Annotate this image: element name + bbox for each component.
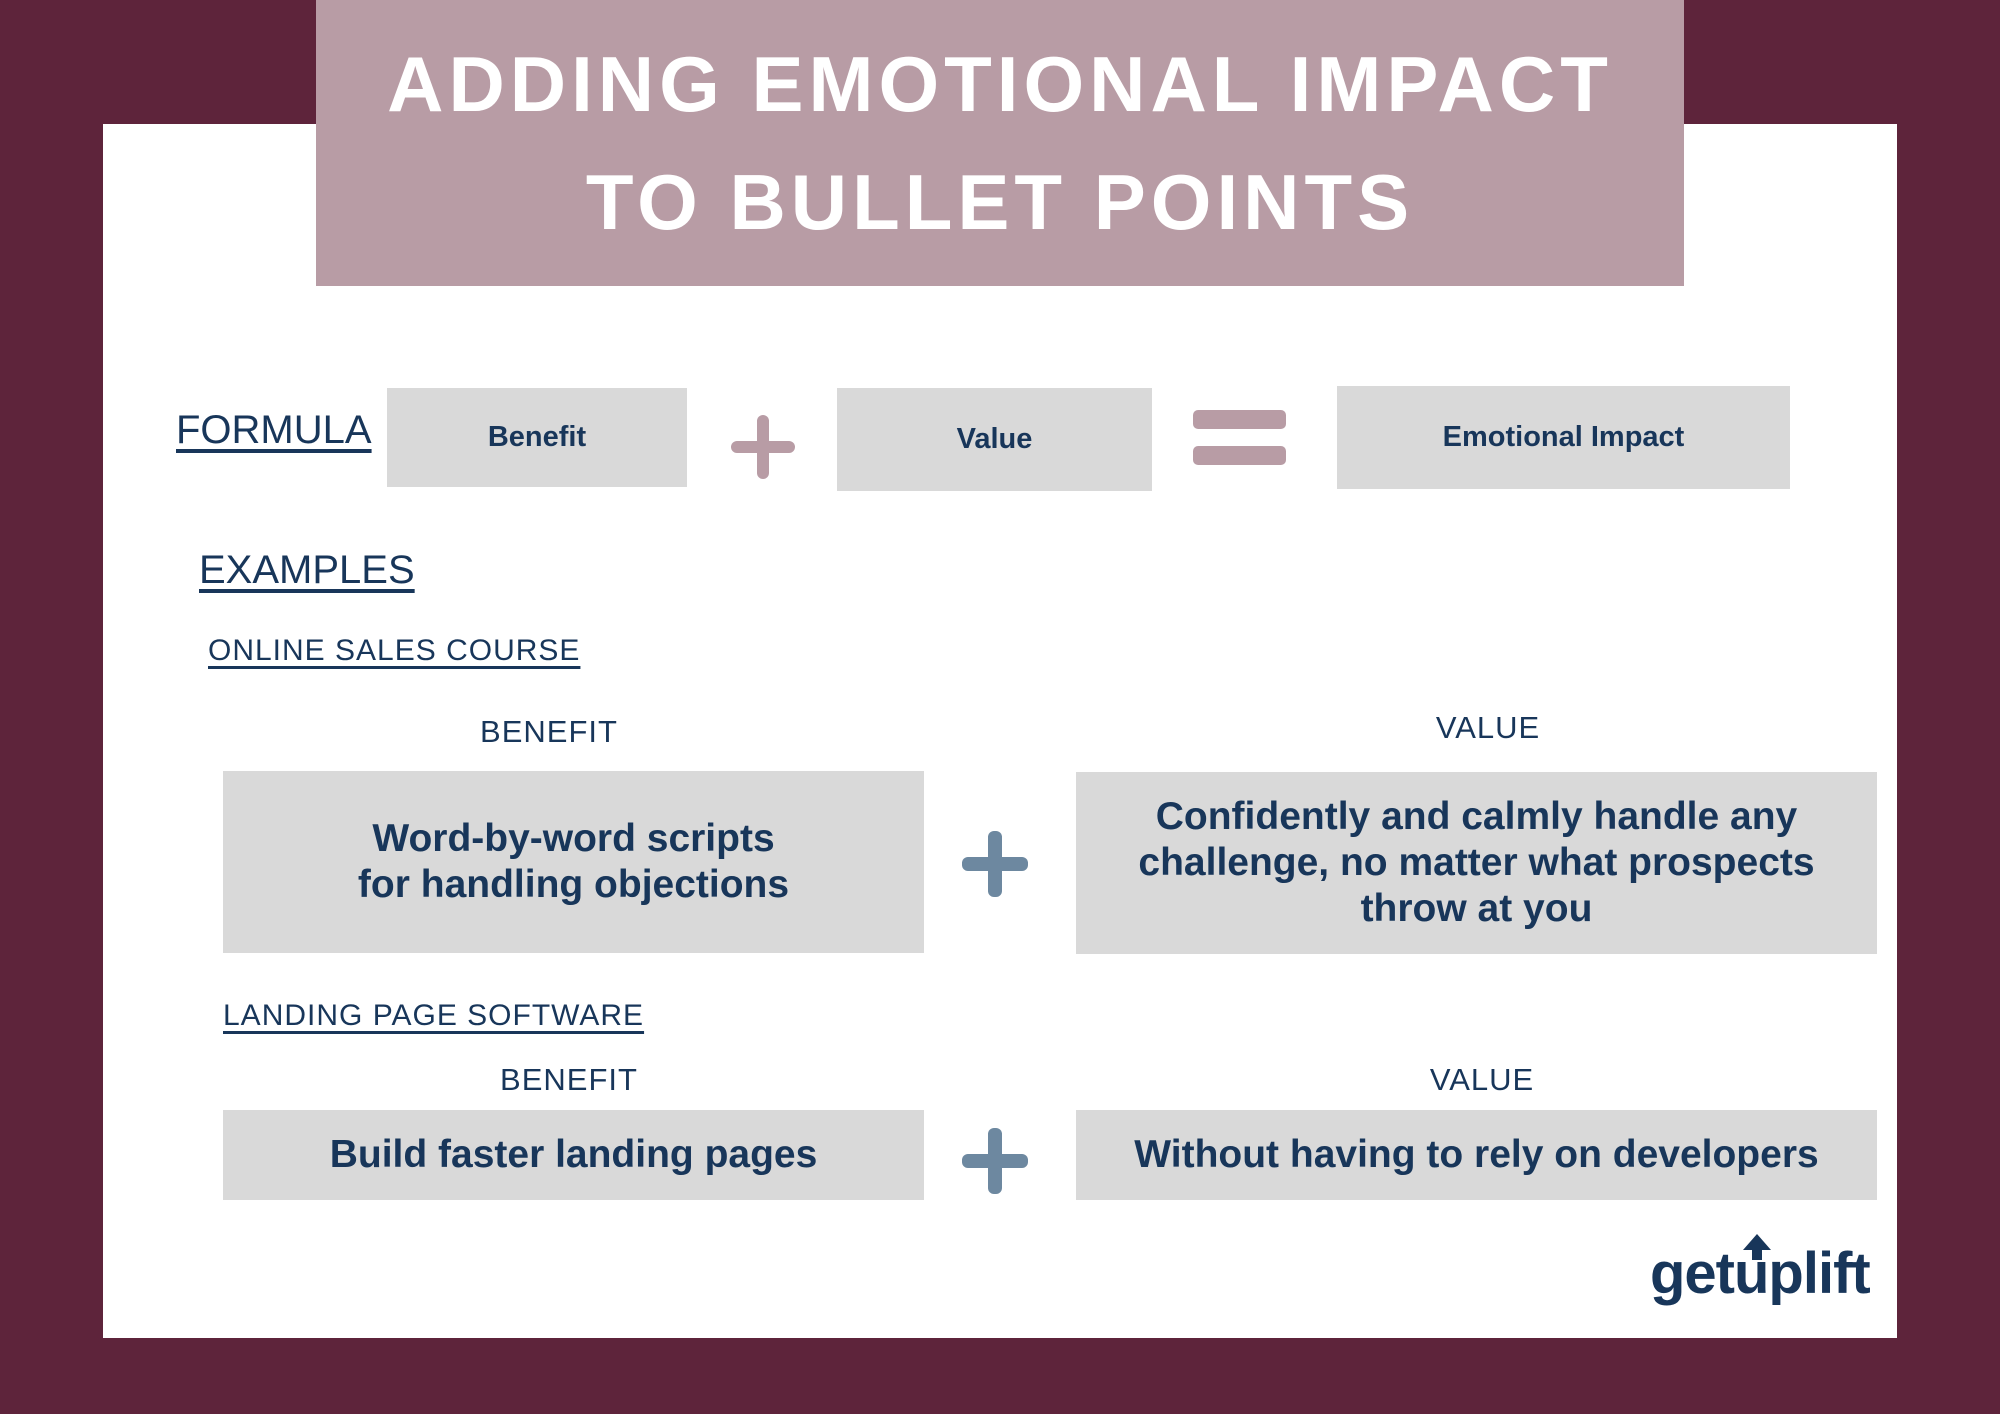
example-1-value-line-3: throw at you	[1360, 887, 1593, 930]
formula-result-box: Emotional Impact	[1337, 386, 1790, 489]
example-1-benefit-line-2: for handling objections	[357, 863, 790, 906]
example-2-title: LANDING PAGE SOFTWARE	[223, 999, 645, 1032]
formula-benefit-label: Benefit	[487, 421, 587, 453]
formula-result-label: Emotional Impact	[1442, 421, 1685, 453]
examples-heading: EXAMPLES	[199, 548, 415, 592]
getuplift-logo: getuplift	[1650, 1234, 1871, 1307]
formula-value-box: Value	[837, 388, 1152, 491]
example-1-value-box: Confidently and calmly handle any challe…	[1076, 772, 1877, 954]
example-2-benefit-text: Build faster landing pages	[329, 1133, 818, 1176]
plus-icon	[962, 831, 1028, 897]
example-1-benefit-line-1: Word-by-word scripts	[372, 817, 775, 860]
up-arrow-icon	[1743, 1234, 1771, 1260]
example-1-benefit-box: Word-by-word scripts for handling object…	[223, 771, 924, 953]
example-2-benefit-header: BENEFIT	[500, 1062, 638, 1097]
plus-icon	[731, 415, 795, 479]
example-2-value-header: VALUE	[1429, 1062, 1535, 1097]
example-2-value-text: Without having to rely on developers	[1134, 1133, 1819, 1176]
example-1-value-header: VALUE	[1435, 710, 1541, 745]
example-1-benefit-header: BENEFIT	[480, 714, 618, 749]
equals-icon	[1193, 410, 1286, 466]
formula-label: FORMULA	[176, 408, 372, 452]
example-1-title: ONLINE SALES COURSE	[208, 634, 581, 667]
page-title-line-2: TO BULLET POINTS	[585, 158, 1415, 246]
example-2-benefit-box: Build faster landing pages	[223, 1110, 924, 1200]
example-1-value-line-2: challenge, no matter what prospects	[1138, 841, 1815, 884]
formula-value-label: Value	[956, 423, 1033, 455]
plus-icon	[962, 1128, 1028, 1194]
formula-benefit-box: Benefit	[387, 388, 687, 487]
title-banner: ADDING EMOTIONAL IMPACT TO BULLET POINTS	[316, 0, 1684, 286]
page-title-line-1: ADDING EMOTIONAL IMPACT	[387, 40, 1613, 128]
example-1-value-line-1: Confidently and calmly handle any	[1155, 795, 1798, 838]
example-2-value-box: Without having to rely on developers	[1076, 1110, 1877, 1200]
